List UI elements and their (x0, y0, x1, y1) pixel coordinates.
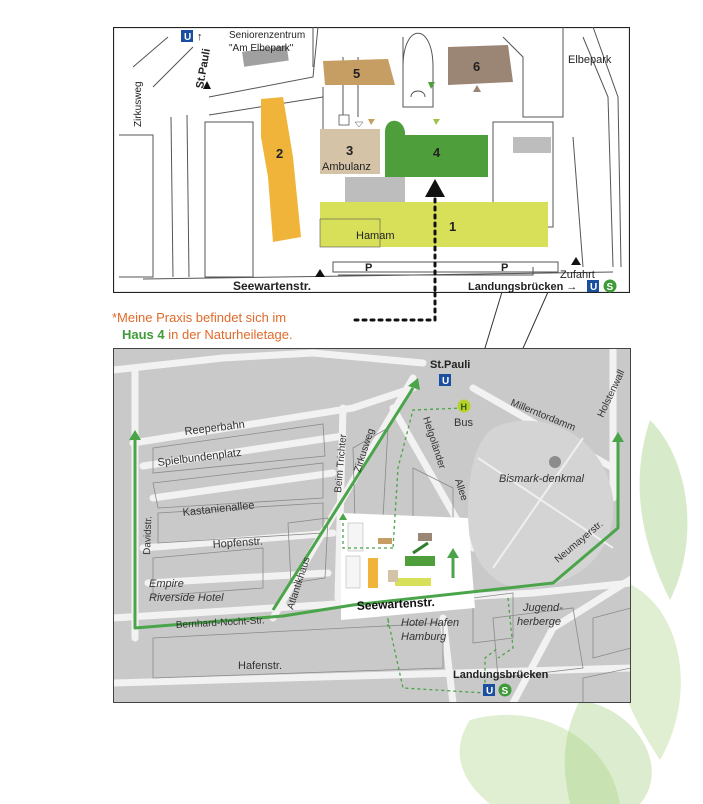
label-seewartenstr: Seewartenstr. (356, 595, 435, 613)
label-bus: Bus (454, 417, 473, 429)
label-landungsbruecken: Landungsbrücken → (468, 281, 577, 293)
label-parking-2: P (501, 262, 508, 274)
label-riverside-hotel: Riverside Hotel (149, 592, 224, 604)
ubahn-icon (181, 30, 193, 42)
label-bernhard-nocht-str: Bernhard-Nocht-Str. (176, 615, 265, 631)
ubahn-icon-letter: U (184, 32, 191, 43)
building-number-1: 1 (449, 219, 456, 234)
building-number-2: 2 (276, 146, 283, 161)
label-seewartenstr: Seewartenstr. (233, 279, 311, 293)
ubahn-icon-3-letter: U (442, 376, 449, 387)
ubahn-icon-3 (439, 374, 451, 386)
note-line-2-rest: in der Naturheiletage. (164, 327, 293, 342)
sbahn-icon-letter: S (607, 282, 614, 293)
label-zufahrt: Zufahrt (560, 269, 595, 281)
label-stpauli: St.Pauli (430, 359, 470, 371)
building-number-5: 5 (353, 66, 360, 81)
building-number-3: 3 (346, 143, 353, 158)
ubahn-icon-2 (587, 280, 599, 292)
label-jugendherberge-1: Jugend- (522, 602, 563, 614)
label-empire: Empire (149, 578, 184, 590)
ubahn-icon-4-letter: U (486, 686, 493, 697)
label-elbepark: Elbepark (568, 54, 612, 66)
bismarck-monument-marker (549, 456, 561, 468)
label-jugendherberge-2: herberge (517, 616, 561, 628)
note-line-1: *Meine Praxis befindet sich im (112, 310, 287, 325)
label-beim-trichter: Beim Trichter (333, 433, 349, 493)
arrow-up-icon: ↑ (197, 31, 203, 43)
label-landungsbruecken: Landungsbrücken (453, 669, 549, 681)
bus-stop-icon-letter: H (461, 402, 468, 412)
sbahn-icon (603, 279, 617, 293)
label-parking-1: P (365, 262, 372, 274)
building-number-6: 6 (473, 59, 480, 74)
sbahn-icon-2 (498, 683, 512, 697)
building-number-4: 4 (433, 145, 441, 160)
practice-note: *Meine Praxis befindet sich im Haus 4 in… (112, 309, 293, 343)
label-hamam: Hamam (356, 230, 395, 242)
ubahn-icon-2-letter: U (590, 282, 597, 293)
label-ambulanz: Ambulanz (322, 161, 371, 173)
leaf-decoration (459, 714, 620, 804)
label-davidstr: Davidstr. (142, 516, 154, 555)
note-haus-4: Haus 4 (122, 327, 165, 342)
note-line-2: Haus 4 in der Naturheiletage. (112, 326, 293, 343)
ubahn-icon-4 (483, 684, 495, 696)
bottom-area-map: Reeperbahn Spielbundenplatz Kastanienall… (113, 348, 631, 703)
bus-stop-icon (457, 399, 471, 413)
label-hopfenstr: Hopfenstr. (212, 536, 263, 551)
label-bismark-denkmal: Bismark-denkmal (499, 473, 585, 485)
label-seniorenzentrum: Seniorenzentrum (229, 30, 305, 41)
label-zirkusweg: Zirkusweg (133, 81, 144, 127)
label-am-elbepark: "Am Elbepark" (229, 43, 294, 54)
sbahn-icon-2-letter: S (502, 686, 509, 697)
label-hotel-hafen: Hotel Hafen (401, 617, 459, 629)
label-hafenstr: Hafenstr. (238, 660, 282, 672)
top-site-map: Seniorenzentrum "Am Elbepark" Elbepark Z… (113, 27, 630, 293)
label-hamburg: Hamburg (401, 631, 447, 643)
